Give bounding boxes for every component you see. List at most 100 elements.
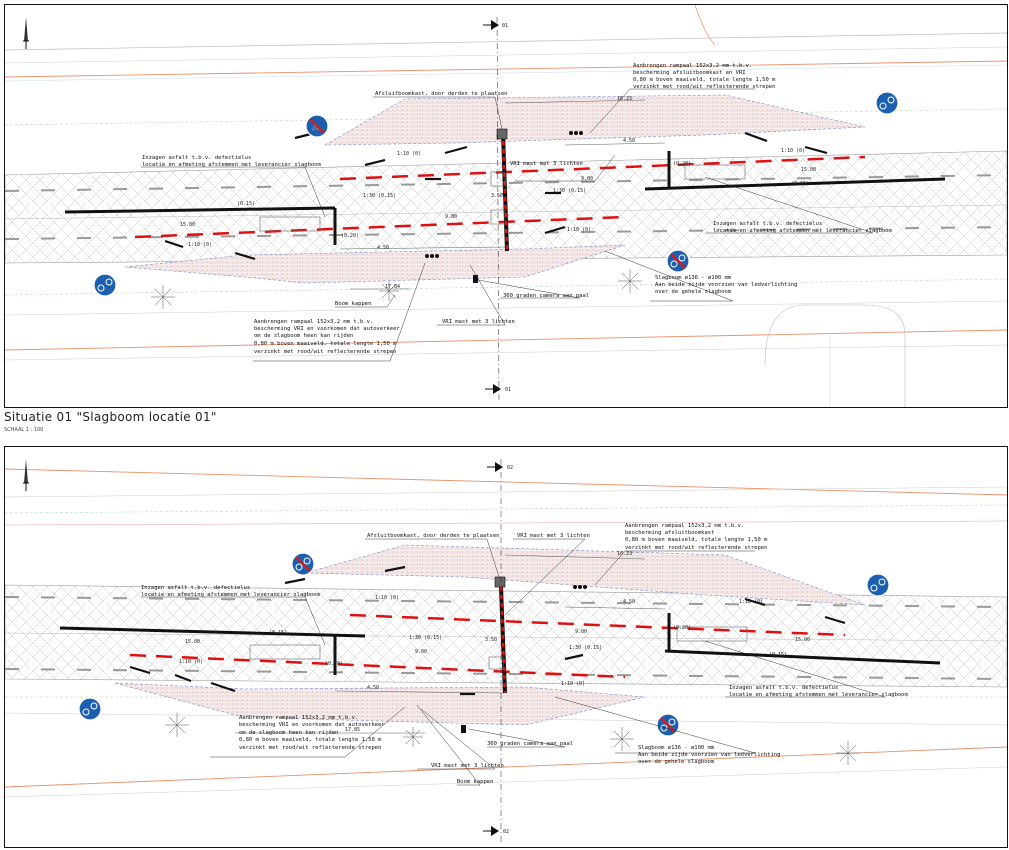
label-line: 0,80 m boven maaiveld, totale lengte 1,5… [625,537,768,543]
barrier-lines [129,613,846,679]
dimension-text: 15.00 [795,637,810,643]
label-line: Inzagen asfalt t.b.v. defectielus [713,221,822,227]
section-marker-label: 01 [505,387,511,393]
section-marker-icon: 01 [483,20,508,30]
dimension-text: 1:10 (0) [781,148,805,154]
label-line: om de slagboom heen kan rijden [239,730,338,736]
label-line: om de slagboom heen kan rijden [254,333,353,339]
label-boom-kappen: Boom kappen [457,779,493,785]
label-slagboom: Slagboom ø136 - ø100 mm Aan beide zijde … [638,745,780,765]
paved-area-top [304,544,866,606]
north-arrow-icon [23,17,29,49]
dimension-labels: 16.23 4.50 9.00 9.00 15.00 15.00 4.50 17… [179,551,810,733]
dimension-text: 9.00 [581,176,593,182]
dimension-text: 1:30 (0.15) [553,188,586,194]
label-line: Aanbrengen rampaal 152x3,2 mm t.b.v. [633,63,752,69]
dimension-text: (0.20) [673,161,691,167]
section-marker-icon: 01 [485,384,511,394]
north-arrow-icon [23,459,29,491]
paved-area-top [323,94,866,146]
dimension-text: (0.20) [325,661,343,667]
label-line: Inzagen asfalt t.b.v. defectielus [142,155,251,161]
dimension-text: 1:10 (0) [739,599,763,605]
label-line: verzinkt met rood/wit reflecterende stre… [254,349,396,355]
edge-dashes [164,131,828,261]
label-line: bescherming VRI en voorkomen dat autover… [239,722,385,728]
end-bicycle-sign-icon [291,552,315,576]
centre-dashes [5,174,1007,240]
label-line: Aan beide zijde voorzien van ledverlicht… [655,282,797,288]
stop-lines [64,151,946,245]
tree-icon [165,713,189,737]
dimension-text: 4.50 [623,599,635,605]
section-line [496,16,500,401]
detection-loop [249,644,321,660]
label-line: Slagboom ø136 - ø100 mm [638,745,715,751]
camera-icon [473,275,478,283]
dimension-text: (0.15) [791,181,809,187]
dimension-text: 4.50 [367,685,379,691]
dimension-lines [235,554,666,734]
label-line: Aanbrengen rampaal 152x3,2 mm t.b.v. [625,523,744,529]
dimension-text: 3.50 [485,637,497,643]
dimension-text: 15.00 [801,167,816,173]
label-line: Aanbrengen rampaal 152x3,2 mm t.b.v. [239,715,358,721]
label-slagboom: Slagboom ø136 - ø100 mm Aan beide zijde … [655,275,797,295]
label-inzagen-right: Inzagen asfalt t.b.v. defectielus locati… [729,685,908,698]
detection-loop [684,164,746,180]
label-line: Aan beide zijde voorzien van ledverlicht… [638,752,780,758]
dimension-text: 17.84 [385,284,400,290]
dimension-text: 1:30 (0.15) [409,635,442,641]
label-line: verzinkt met rood/wit reflecterende stre… [625,545,767,551]
dimension-text: 4.50 [623,138,635,144]
barrier-lines [134,155,866,239]
label-line: 0,80 m boven maaiveld, totale lengte 1,5… [633,77,776,83]
label-line: 0,80 m boven maaiveld, totale lengte 1,5… [239,737,382,743]
dimension-text: 1:10 (0) [567,227,591,233]
control-cabinet [496,128,508,140]
end-bicycle-sign-icon [666,249,690,273]
label-camera: 360 graden camera aan paal [503,293,589,299]
plan-panel-situatie-01: 01 01 🚲 [4,4,1008,408]
label-vri-mast: VRI mast met 3 lichten [517,533,590,539]
plan-drawing-1: 01 01 🚲 [5,5,1007,407]
dimension-text: 16.23 [617,551,632,557]
label-inzagen-right: Inzagen asfalt t.b.v. defectielus locati… [713,221,892,234]
dimension-text: 1:30 (0.15) [363,193,396,199]
label-camera: 360 graden camera aan paal [487,741,573,747]
dimension-text: 15.00 [185,639,200,645]
label-afsluitboomkast: Afsluitboomkast, door derden te plaatsen [375,91,507,97]
bicycle-sign-icon [866,573,890,597]
label-boom-kappen: Boom kappen [335,301,371,307]
tree-icon [151,285,175,309]
dimension-text: 9.00 [415,649,427,655]
label-line: locatie en afmeting afstemmen met levera… [713,228,892,234]
plan-drawing-2: 02 02 [5,459,1007,842]
drawing-scale: SCHAAL 1 : 100 [4,427,44,433]
label-inzagen-left: Inzagen asfalt t.b.v. defectielus locati… [142,155,321,168]
section-marker-icon: 02 [483,826,509,836]
tree-icon [379,281,399,301]
label-rampaal-bottom: Aanbrengen rampaal 152x3,2 mm t.b.v. bes… [239,715,385,751]
end-bicycle-sign-icon: 🚲 [305,114,329,138]
bicycle-sign-icon [93,273,117,297]
background-lines [5,468,1007,798]
bicycle-sign-icon [78,697,102,721]
bicycle-sign-icon [875,91,899,115]
dimension-text: 3.50 [491,193,503,199]
section-marker-icon: 02 [487,462,513,472]
label-line: bescherming VRI en voorkomen dat autover… [254,326,400,332]
section-marker-label: 01 [502,23,508,29]
leader-lines [141,538,886,786]
label-line: bescherming afsluitboomkast en VRI [633,70,746,76]
end-bicycle-sign-icon [656,713,680,737]
dimension-text: (0.15) [269,630,287,636]
label-line: Slagboom ø136 - ø100 mm [655,275,732,281]
stop-lines [59,613,941,675]
traffic-light-icon [425,131,583,258]
traffic-light-icon [573,585,587,589]
label-line: locatie en afmeting afstemmen met levera… [142,162,321,168]
dimension-text: 1:10 (0) [397,151,421,157]
control-cabinet [494,576,506,588]
label-line: Aanbrengen rampaal 152x3,2 mm t.b.v. [254,319,373,325]
